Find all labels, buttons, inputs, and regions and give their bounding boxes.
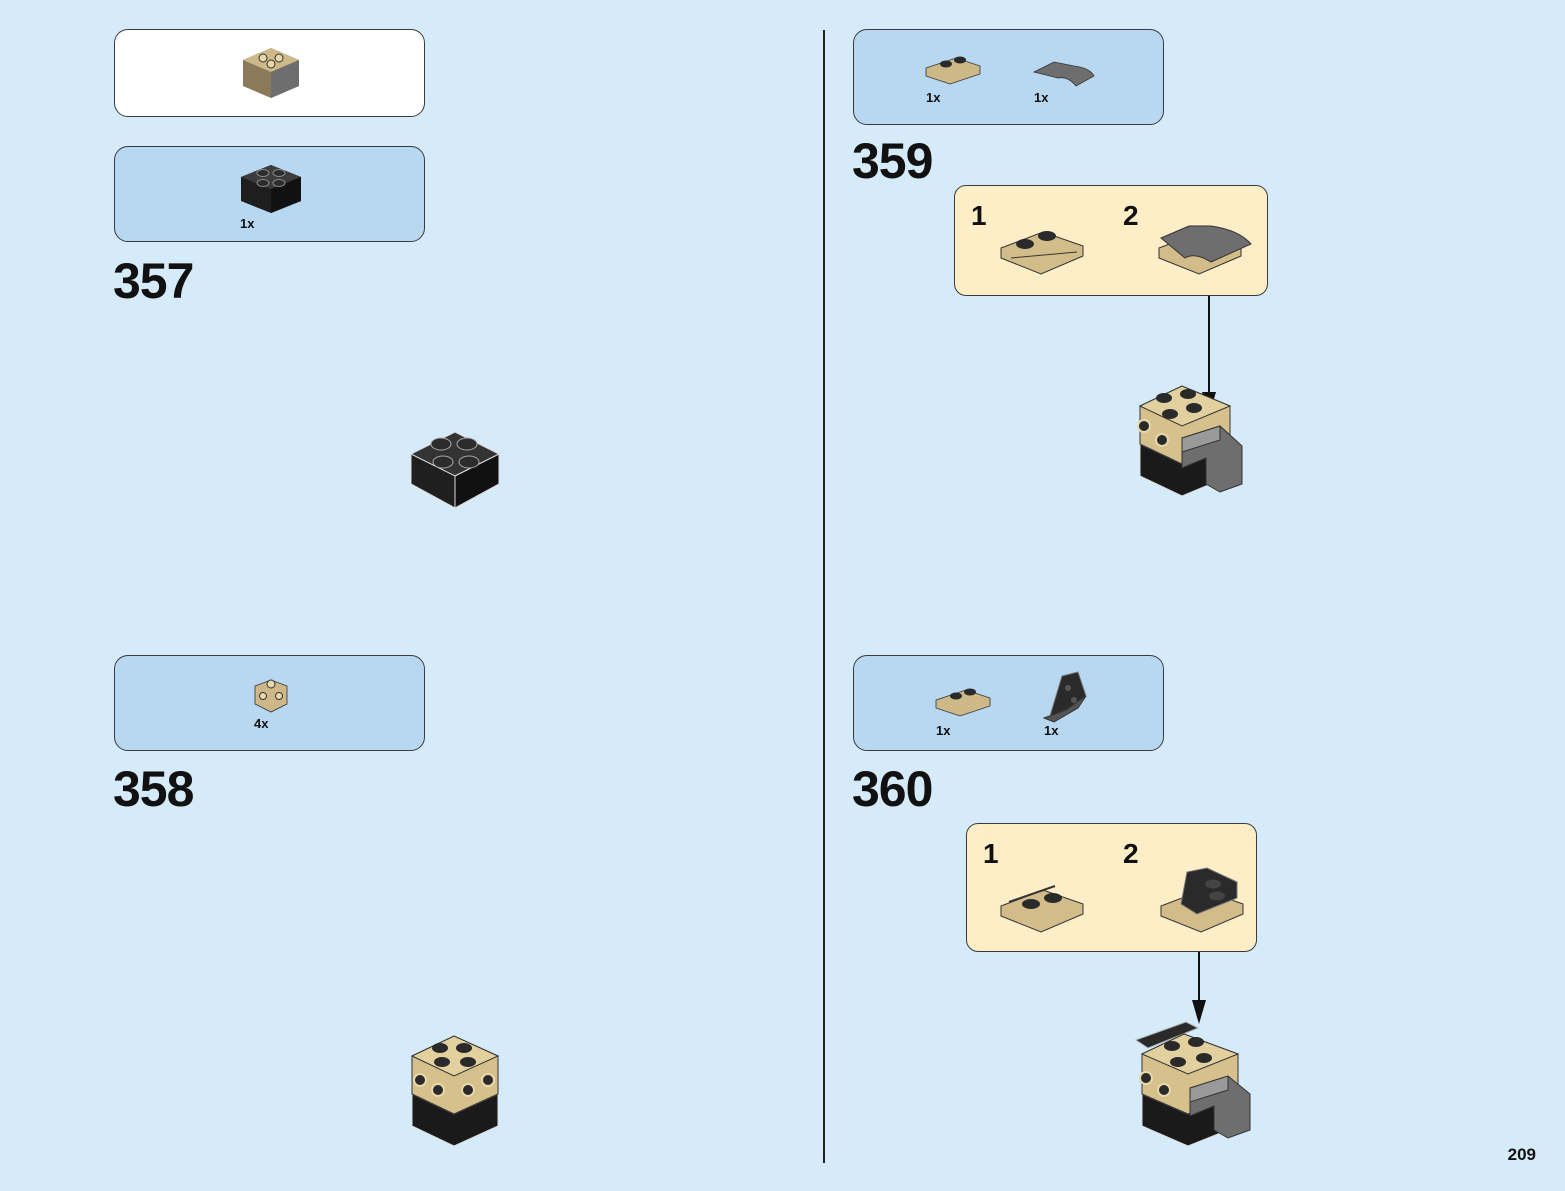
part-qty: 1x (240, 216, 255, 231)
model-358-tan-brick-stack (410, 1035, 500, 1147)
submodel-preview-icon (243, 48, 299, 98)
part-qty: 1x (1034, 90, 1049, 105)
substep-number: 2 (1123, 200, 1139, 231)
part-qty: 4x (254, 716, 269, 731)
page-number: 209 (1507, 1145, 1536, 1164)
submodel-preview-box (114, 29, 425, 117)
tan-plate-icon (925, 56, 981, 85)
placement-arrow-360 (1192, 952, 1206, 1024)
black-2x2-brick-icon (241, 165, 301, 213)
substep-number: 2 (1123, 838, 1139, 869)
page-divider (823, 30, 825, 1163)
parts-list-360: 1x 1x (853, 655, 1164, 751)
step-number: 360 (852, 761, 933, 817)
parts-list-358: 4x (114, 655, 425, 751)
substep-number: 1 (983, 838, 999, 869)
subassembly-359-drawing (1000, 225, 1252, 275)
step-number: 357 (113, 253, 194, 309)
parts-360-icons (935, 671, 1087, 723)
subassembly-360: 1 2 (966, 823, 1257, 952)
parts-list-357: 1x (114, 146, 425, 242)
step-number: 359 (852, 133, 933, 189)
substep-number: 1 (971, 200, 987, 231)
tan-1x1-brick-icon (254, 679, 288, 713)
model-359 (1137, 385, 1243, 497)
step-number: 358 (113, 761, 194, 817)
model-360 (1134, 1021, 1251, 1147)
part-qty: 1x (1044, 723, 1059, 738)
tan-plate-icon (935, 688, 991, 717)
black-slope-wedge-icon (1042, 671, 1087, 723)
part-qty: 1x (926, 90, 941, 105)
subassembly-360-drawing (1000, 867, 1244, 933)
parts-359-icons (925, 56, 1095, 87)
subassembly-359: 1 2 (954, 185, 1268, 296)
part-qty: 1x (936, 723, 951, 738)
parts-list-359: 1x 1x (853, 29, 1164, 125)
dark-gray-curved-tile-icon (1032, 61, 1095, 87)
model-357-black-brick (409, 431, 501, 509)
